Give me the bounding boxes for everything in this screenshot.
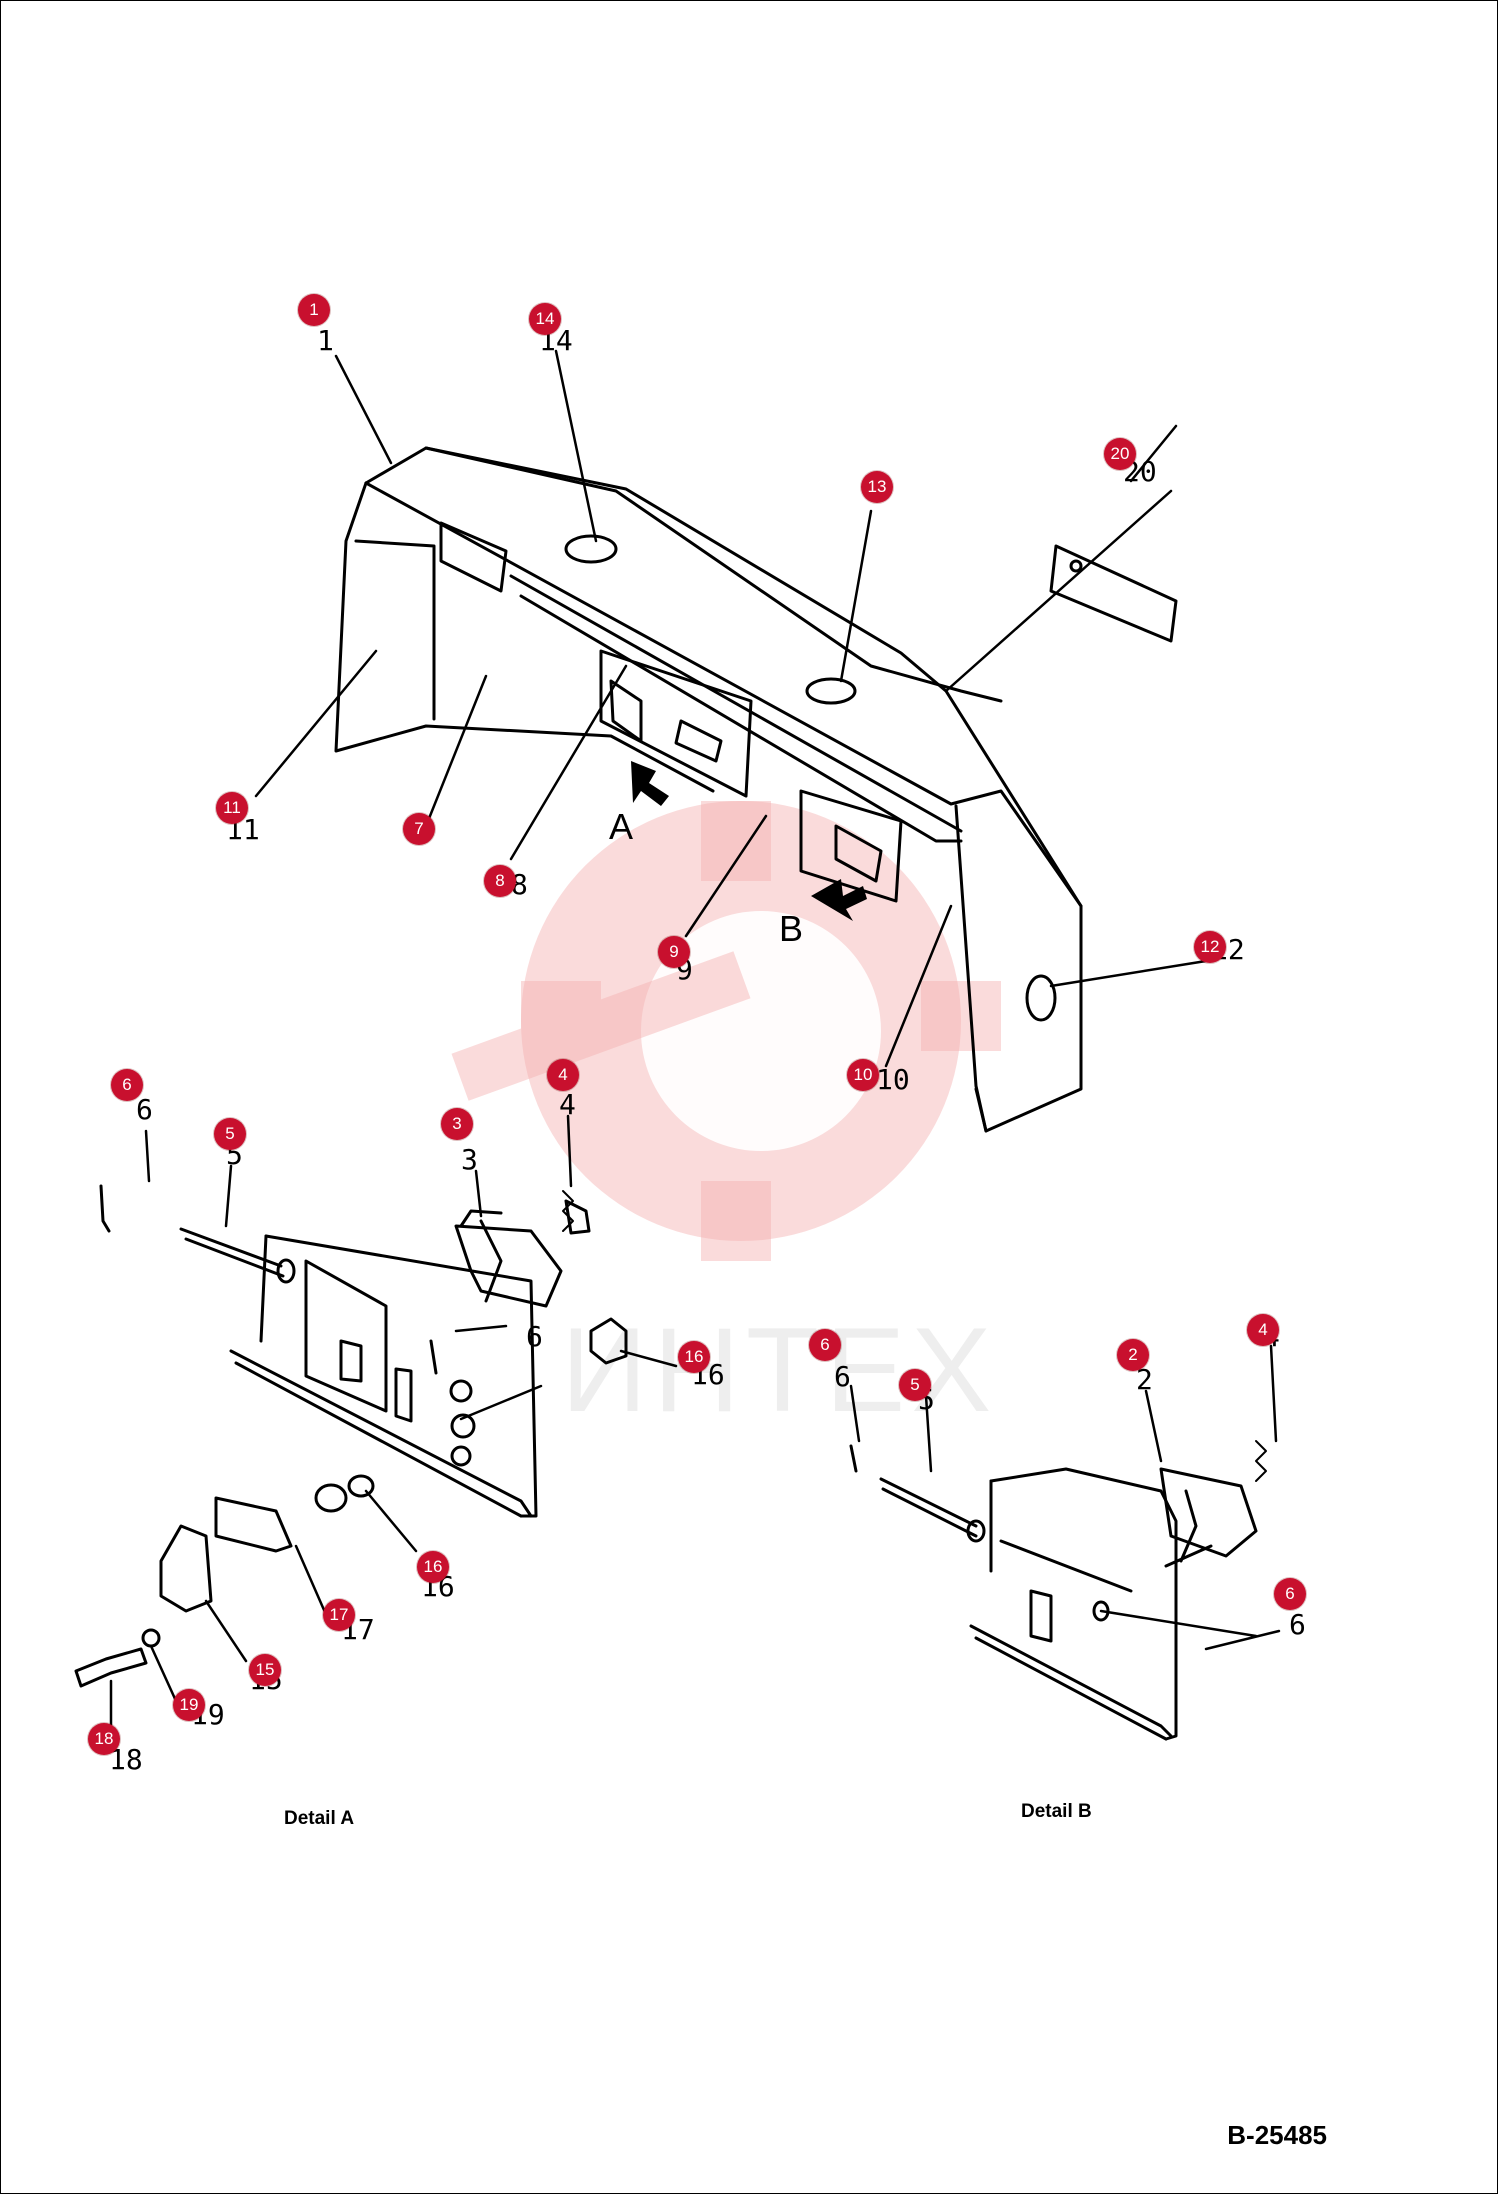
printed-number: 1 <box>317 324 334 357</box>
detail-a-leaders <box>109 1114 678 1733</box>
callout-badge-16[interactable]: 16 <box>678 1341 710 1373</box>
spring-a <box>562 1190 574 1232</box>
callout-badge-9[interactable]: 9 <box>658 936 690 968</box>
callout-badge-7[interactable]: 7 <box>403 813 435 845</box>
document-code: B-25485 <box>1227 2120 1327 2150</box>
callout-badge-17[interactable]: 17 <box>323 1599 355 1631</box>
printed-number: 3 <box>461 1143 478 1176</box>
callout-badge-8[interactable]: 8 <box>484 865 516 897</box>
callout-badge-6[interactable]: 6 <box>111 1069 143 1101</box>
callout-badge-6[interactable]: 6 <box>809 1329 841 1361</box>
counterweight-housing <box>334 446 1083 1133</box>
printed-number: 4 <box>559 1088 576 1121</box>
printed-number: 6 <box>834 1360 851 1393</box>
spring-b <box>1255 1440 1267 1482</box>
printed-number: 2 <box>1136 1363 1153 1396</box>
callout-badge-18[interactable]: 18 <box>88 1723 120 1755</box>
view-arrow-a <box>631 761 669 806</box>
view-arrow-b <box>811 879 867 921</box>
callout-badge-10[interactable]: 10 <box>847 1059 879 1091</box>
leader-lines <box>254 349 1208 1068</box>
view-label-b: B <box>779 908 804 949</box>
callout-badge-20[interactable]: 20 <box>1104 438 1136 470</box>
detail-b-caption: Detail B <box>1021 1801 1092 1822</box>
detail-b-leaders <box>849 1344 1281 1651</box>
callout-badge-19[interactable]: 19 <box>173 1689 205 1721</box>
callout-badge-16[interactable]: 16 <box>417 1551 449 1583</box>
callout-badge-11[interactable]: 11 <box>216 792 248 824</box>
callout-badge-1[interactable]: 1 <box>298 294 330 326</box>
detail-b-assembly <box>849 1444 1258 1741</box>
callout-badge-3[interactable]: 3 <box>441 1108 473 1140</box>
callout-badge-13[interactable]: 13 <box>861 471 893 503</box>
printed-number: 10 <box>876 1063 910 1096</box>
printed-number: 6 <box>1289 1608 1306 1641</box>
callout-badge-4[interactable]: 4 <box>547 1059 579 1091</box>
callout-badge-15[interactable]: 15 <box>249 1654 281 1686</box>
callout-badge-12[interactable]: 12 <box>1194 931 1226 963</box>
printed-number: 6 <box>526 1320 543 1353</box>
callout-badge-5[interactable]: 5 <box>899 1369 931 1401</box>
callout-badge-5[interactable]: 5 <box>214 1118 246 1150</box>
detail-a-caption: Detail A <box>284 1808 355 1829</box>
callout-badge-2[interactable]: 2 <box>1117 1339 1149 1371</box>
detail-a-assembly <box>74 1184 628 1688</box>
printed-number: 6 <box>136 1093 153 1126</box>
callout-badge-6[interactable]: 6 <box>1274 1578 1306 1610</box>
callout-badge-4[interactable]: 4 <box>1247 1314 1279 1346</box>
label-plate <box>1049 544 1178 643</box>
callout-badge-14[interactable]: 14 <box>529 303 561 335</box>
view-label-a: A <box>609 806 634 847</box>
